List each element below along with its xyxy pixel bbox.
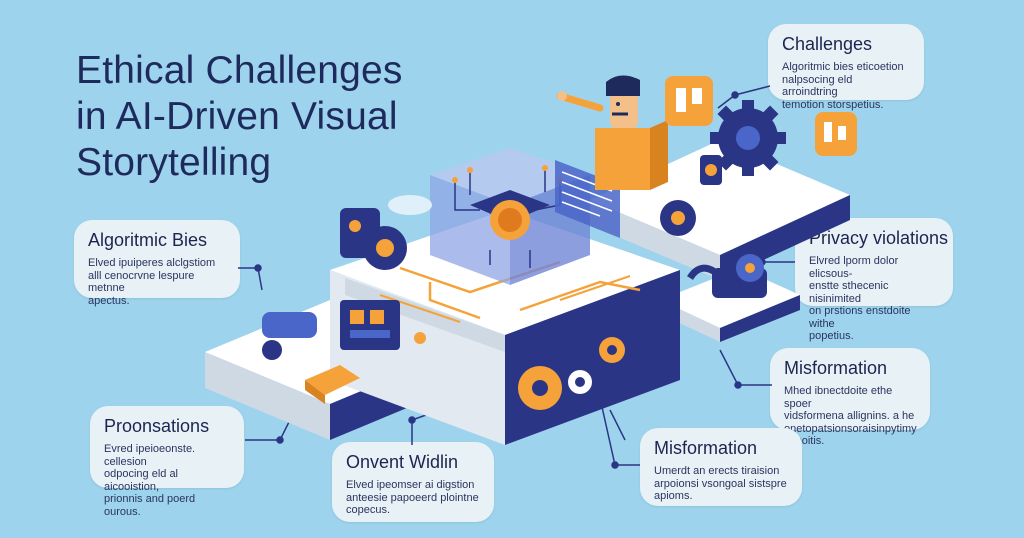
connector-line [719, 349, 772, 386]
callout-text: Evred ipeioeonste. cellesion odpocing el… [104, 443, 196, 518]
title-line: in AI-Driven Visual [76, 95, 398, 138]
callout-heading: Misformation [784, 358, 888, 378]
connector-dot [408, 416, 416, 424]
callout-heading: Misformation [654, 438, 758, 458]
callout-text: Elvred lporm dolor elicsous- enstte sthe… [809, 255, 911, 342]
callout-heading: Challenges [782, 34, 873, 54]
callout-algorithmic-bias: Algoritmic Bies Elved ipuiperes alclgsti… [74, 220, 240, 307]
title-line: Ethical Challenges [76, 49, 403, 92]
callout-text: Elved ipeomser ai digstion anteesie papo… [346, 479, 479, 516]
orange-tiles [665, 76, 857, 156]
callout-misformation-bottom: Misformation Umerdt an erects tiraision … [640, 428, 802, 506]
callout-proonsations: Proonsations Evred ipeioeonste. cellesio… [90, 406, 244, 518]
callout-heading: Onvent Widlin [346, 452, 459, 472]
connector-dot [611, 461, 619, 469]
callout-text: Umerdt an erects tiraision arpoionsi vso… [654, 465, 787, 502]
machine-left [262, 300, 400, 404]
callout-text: Mhed ibnectdoite ethe spoer vidsformena … [784, 385, 917, 447]
connector-dot [254, 264, 262, 272]
machine-right [687, 254, 767, 298]
title-line: Storytelling [76, 141, 272, 184]
callout-onvent: Onvent Widlin Elved ipeomser ai digstion… [332, 442, 494, 522]
gear-left [340, 208, 407, 270]
small-gear-right [660, 155, 722, 236]
callout-challenges: Challenges Algoritmic bies eticoetion na… [768, 24, 924, 111]
callout-text: Elved ipuiperes alclgstiom alll cenocrvn… [88, 257, 216, 307]
callout-text: Algoritmic bies eticoetion nalpsocing el… [782, 61, 904, 111]
person-figure [556, 75, 668, 190]
callout-misformation-right: Misformation Mhed ibnectdoite ethe spoer… [770, 348, 930, 447]
gears-front [518, 337, 625, 410]
cloud-shape [388, 195, 432, 215]
connector-dot [731, 91, 739, 99]
callout-heading: Proonsations [104, 416, 210, 436]
callout-heading: Privacy violations [809, 228, 949, 248]
connector-dot [276, 436, 284, 444]
connector-line [609, 409, 626, 441]
callout-heading: Algoritmic Bies [88, 230, 208, 250]
connector-dot [734, 381, 742, 389]
